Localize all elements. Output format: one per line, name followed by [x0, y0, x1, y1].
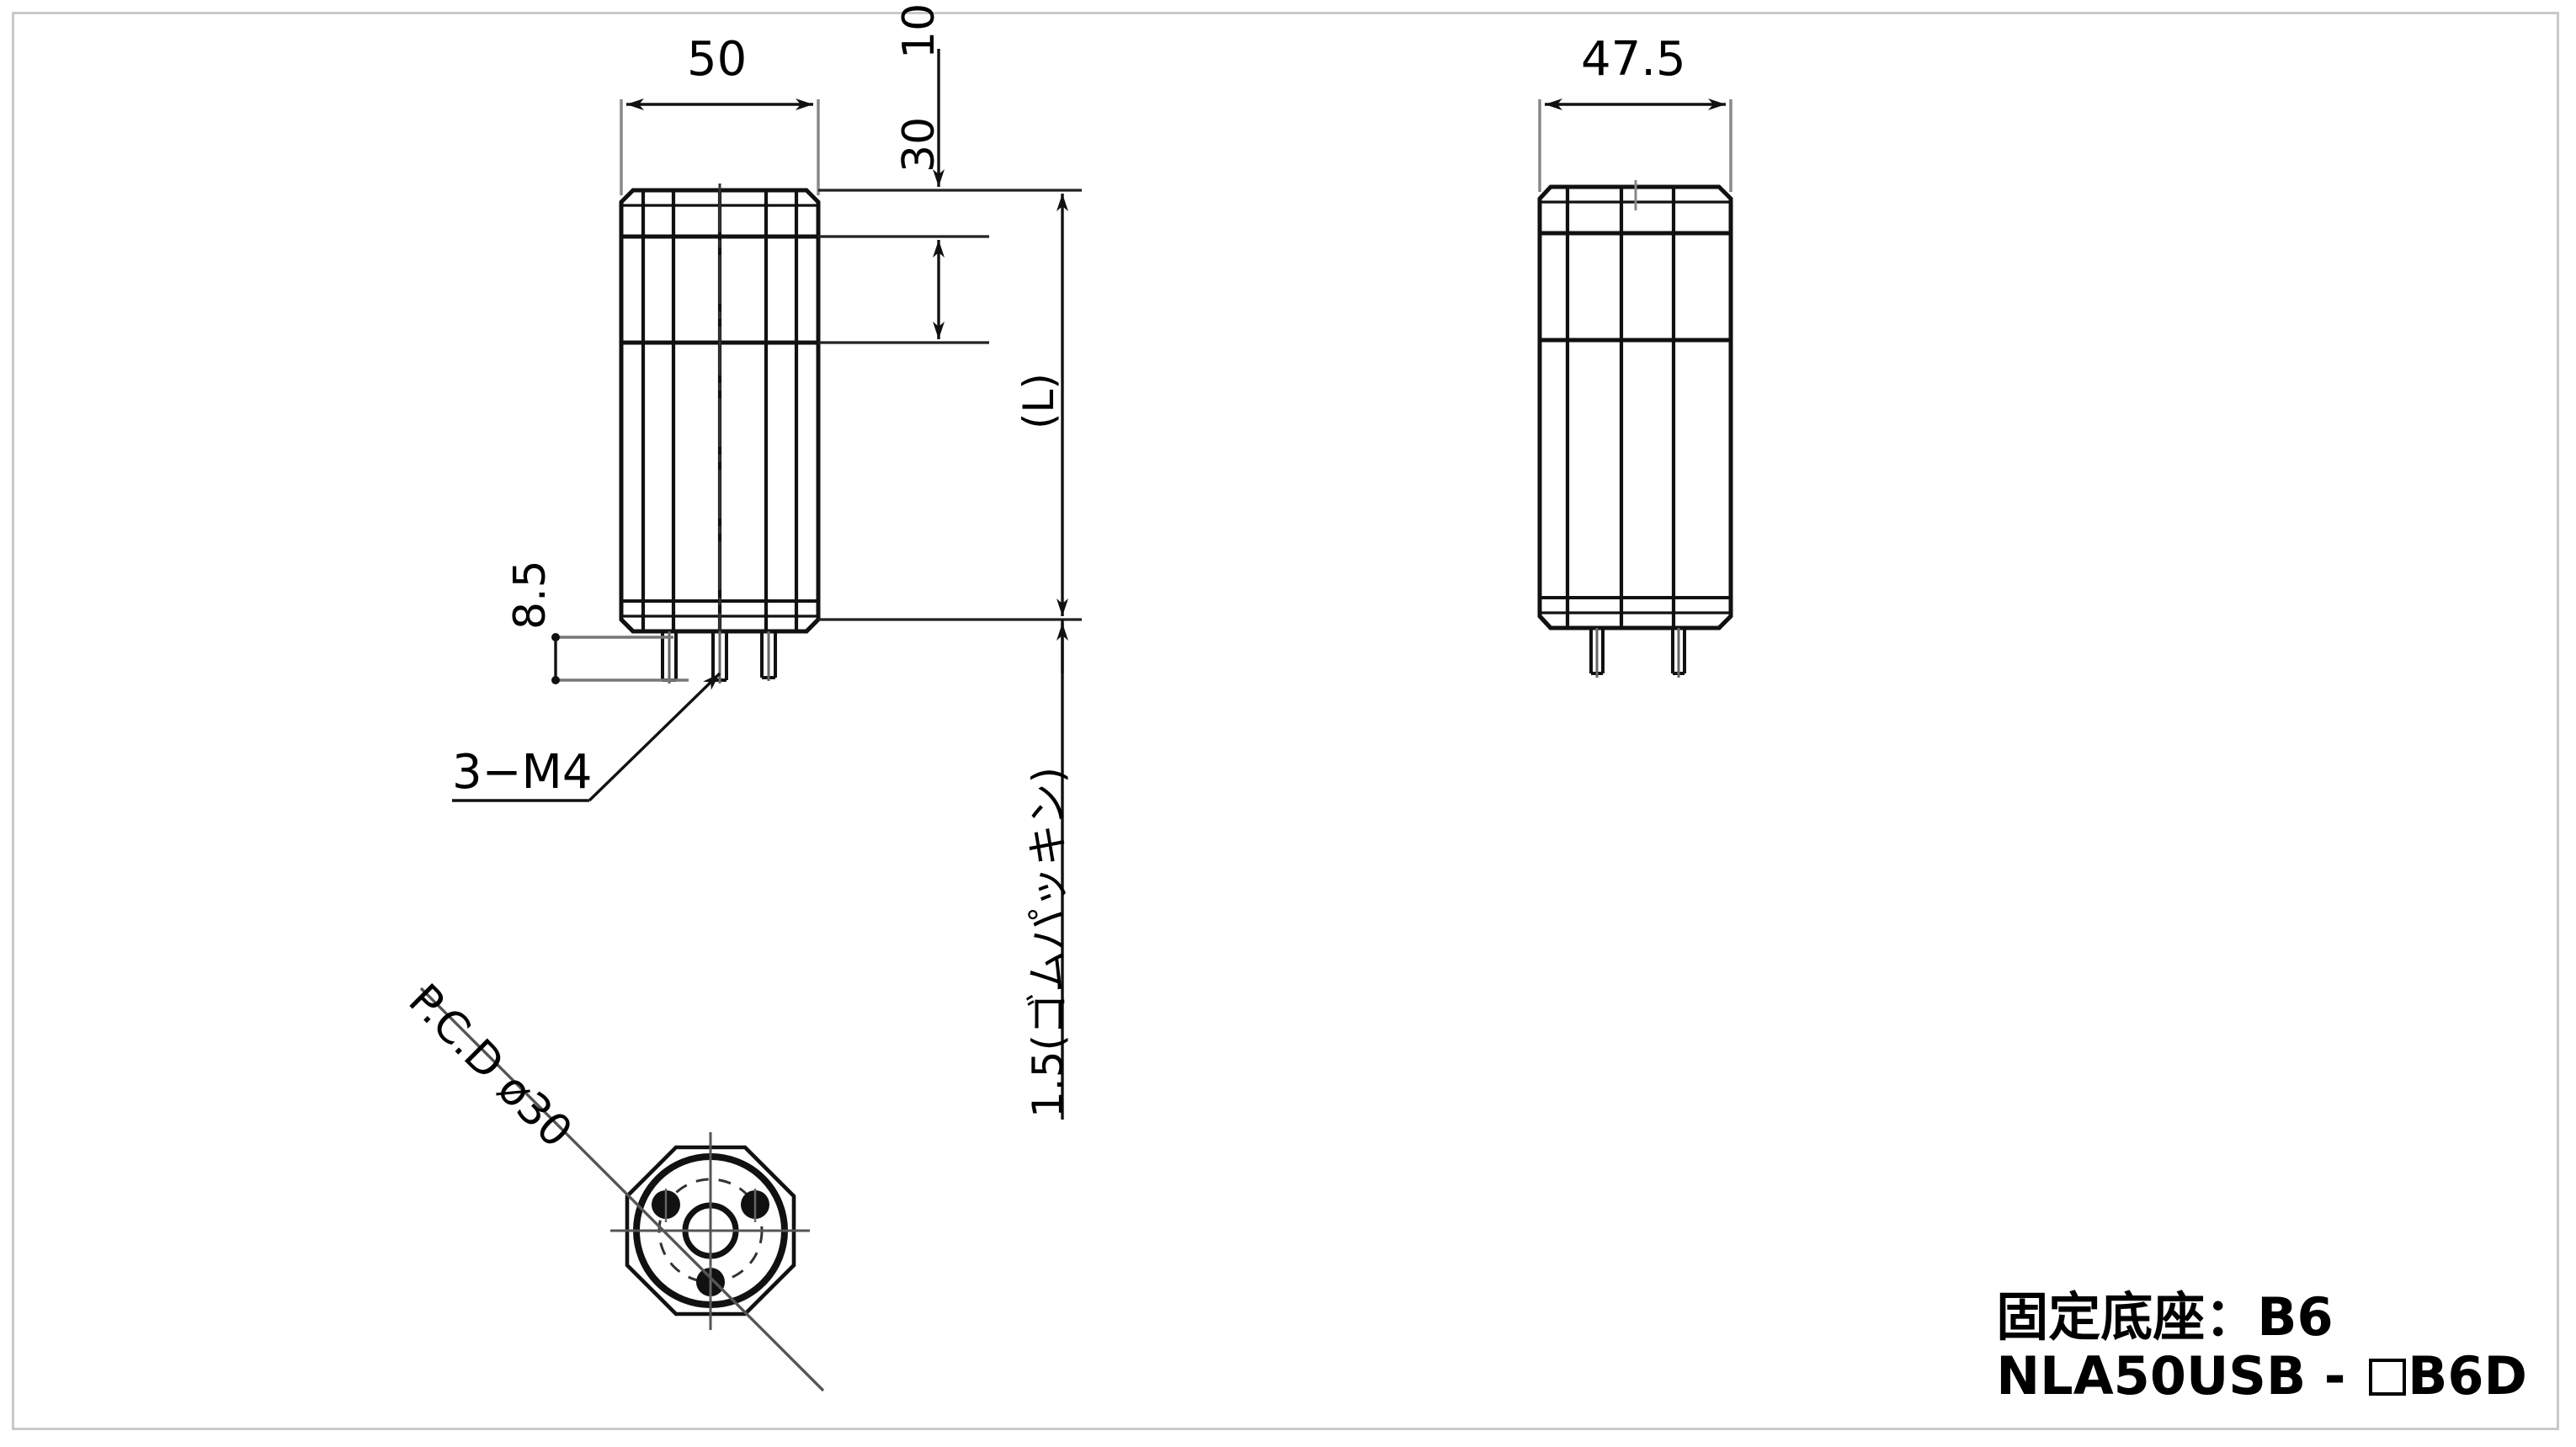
dim-width-50 — [620, 98, 820, 195]
placeholder-box-icon — [2369, 1359, 2407, 1396]
title-line-2: NLA50USB - B6D — [1996, 1345, 2527, 1407]
dim-band-30 — [818, 240, 989, 344]
dim-label-gasket: 1.5(ゴムパッキン) — [1024, 766, 1072, 1118]
side-view-body — [1537, 180, 1733, 630]
dim-pin-8-5 — [551, 633, 689, 684]
thread-callout-label: 3−M4 — [452, 745, 593, 800]
dim-label-8-5: 8.5 — [505, 560, 556, 630]
bottom-section-view — [419, 987, 825, 1392]
title-block: 固定底座：B6 NLA50USB - B6D — [1996, 1285, 2527, 1407]
dim-overall-length — [818, 194, 1082, 621]
dim-top-10 — [818, 49, 1082, 238]
sheet-border — [12, 12, 2559, 1430]
front-view-body — [619, 184, 821, 673]
thread-callout-leader — [452, 672, 721, 802]
dim-label-10: 10 — [894, 3, 945, 59]
dim-label-50: 50 — [687, 32, 748, 87]
dim-label-30: 30 — [894, 116, 945, 173]
model-prefix: NLA50USB - — [1996, 1345, 2365, 1407]
front-view-pins — [661, 631, 777, 684]
dim-label-47-5: 47.5 — [1581, 32, 1686, 87]
model-suffix: B6D — [2408, 1345, 2527, 1407]
title-line-1: 固定底座：B6 — [1996, 1285, 2334, 1348]
dim-label-overall-length: (L) — [1014, 373, 1063, 429]
side-view-pins — [1589, 628, 1686, 678]
dim-width-47-5 — [1538, 98, 1732, 192]
